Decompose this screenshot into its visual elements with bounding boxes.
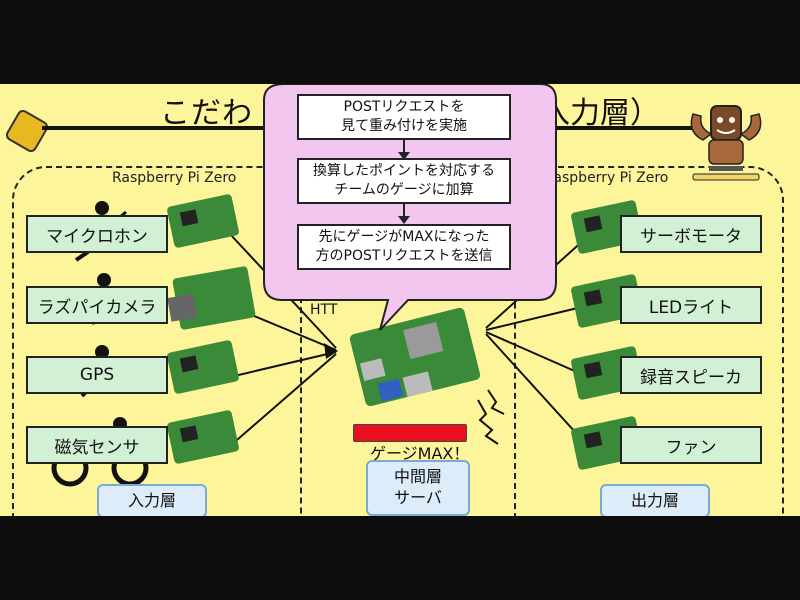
output-node-speaker: 録音スピーカ — [620, 356, 762, 394]
gauge-bar — [353, 424, 467, 442]
callout-step-3-line1: 先にゲージがMAXになった — [318, 229, 490, 245]
line-output-4 — [485, 333, 587, 445]
slide-title-tail: 入力層） — [540, 96, 660, 131]
output-group-frame — [514, 166, 784, 516]
input-node-microphone: マイクロホン — [26, 215, 168, 253]
input-node-magnetic-sensor: 磁気センサ — [26, 426, 168, 464]
callout-step-1-line2: 見て重み付けを実施 — [341, 117, 467, 134]
server-label-line1: 中間層 — [393, 467, 442, 487]
callout-step-1-line1: POSTリクエストを — [343, 99, 465, 115]
callout-step-2-line2: チームのゲージに加算 — [334, 181, 474, 198]
gauge-max-label: ゲージMAX！ — [370, 444, 470, 463]
output-node-fan: ファン — [620, 426, 762, 464]
server-label-line2: サーバ — [394, 488, 442, 507]
output-node-led: LEDライト — [620, 286, 762, 324]
http-label: HTT — [310, 302, 338, 318]
output-device-label: Raspberry Pi Zero — [544, 170, 669, 186]
input-layer-label: 入力層 — [97, 484, 207, 516]
input-group-frame — [12, 166, 302, 516]
line-input-3 — [229, 351, 337, 378]
line-output-3 — [485, 331, 587, 377]
callout-arrow-1 — [398, 152, 410, 160]
input-device-label: Raspberry Pi Zero — [112, 170, 237, 186]
line-output-2 — [485, 305, 587, 331]
server-board-icon — [349, 307, 481, 407]
arrow-head-input — [324, 343, 338, 359]
slide-title: こだわ — [160, 96, 253, 131]
slide: こだわ 入力層） Raspberry Pi Zero Raspberry Pi … — [0, 84, 800, 516]
input-node-camera: ラズパイカメラ — [26, 286, 168, 324]
output-layer-label: 出力層 — [600, 484, 710, 516]
output-node-servo: サーボモータ — [620, 215, 762, 253]
callout-step-2-line1: 換算したポイントを対応する — [313, 163, 495, 179]
callout-step-1: POSTリクエストを 見て重み付けを実施 — [297, 94, 511, 140]
callout-arrow-2 — [398, 216, 410, 224]
muscle-mascot-icon — [690, 105, 762, 181]
callout-step-2: 換算したポイントを対応する チームのゲージに加算 — [297, 158, 511, 204]
burst-icon — [477, 389, 505, 445]
callout-bubble — [263, 84, 557, 331]
server-layer-label: 中間層 サーバ — [366, 460, 470, 516]
callout-step-3: 先にゲージがMAXになった 方のPOSTリクエストを送信 — [297, 224, 511, 270]
line-input-4 — [229, 353, 337, 447]
input-boards — [167, 194, 256, 464]
callout-step-3-line2: 方のPOSTリクエストを送信 — [315, 247, 493, 264]
input-node-gps: GPS — [26, 356, 168, 394]
